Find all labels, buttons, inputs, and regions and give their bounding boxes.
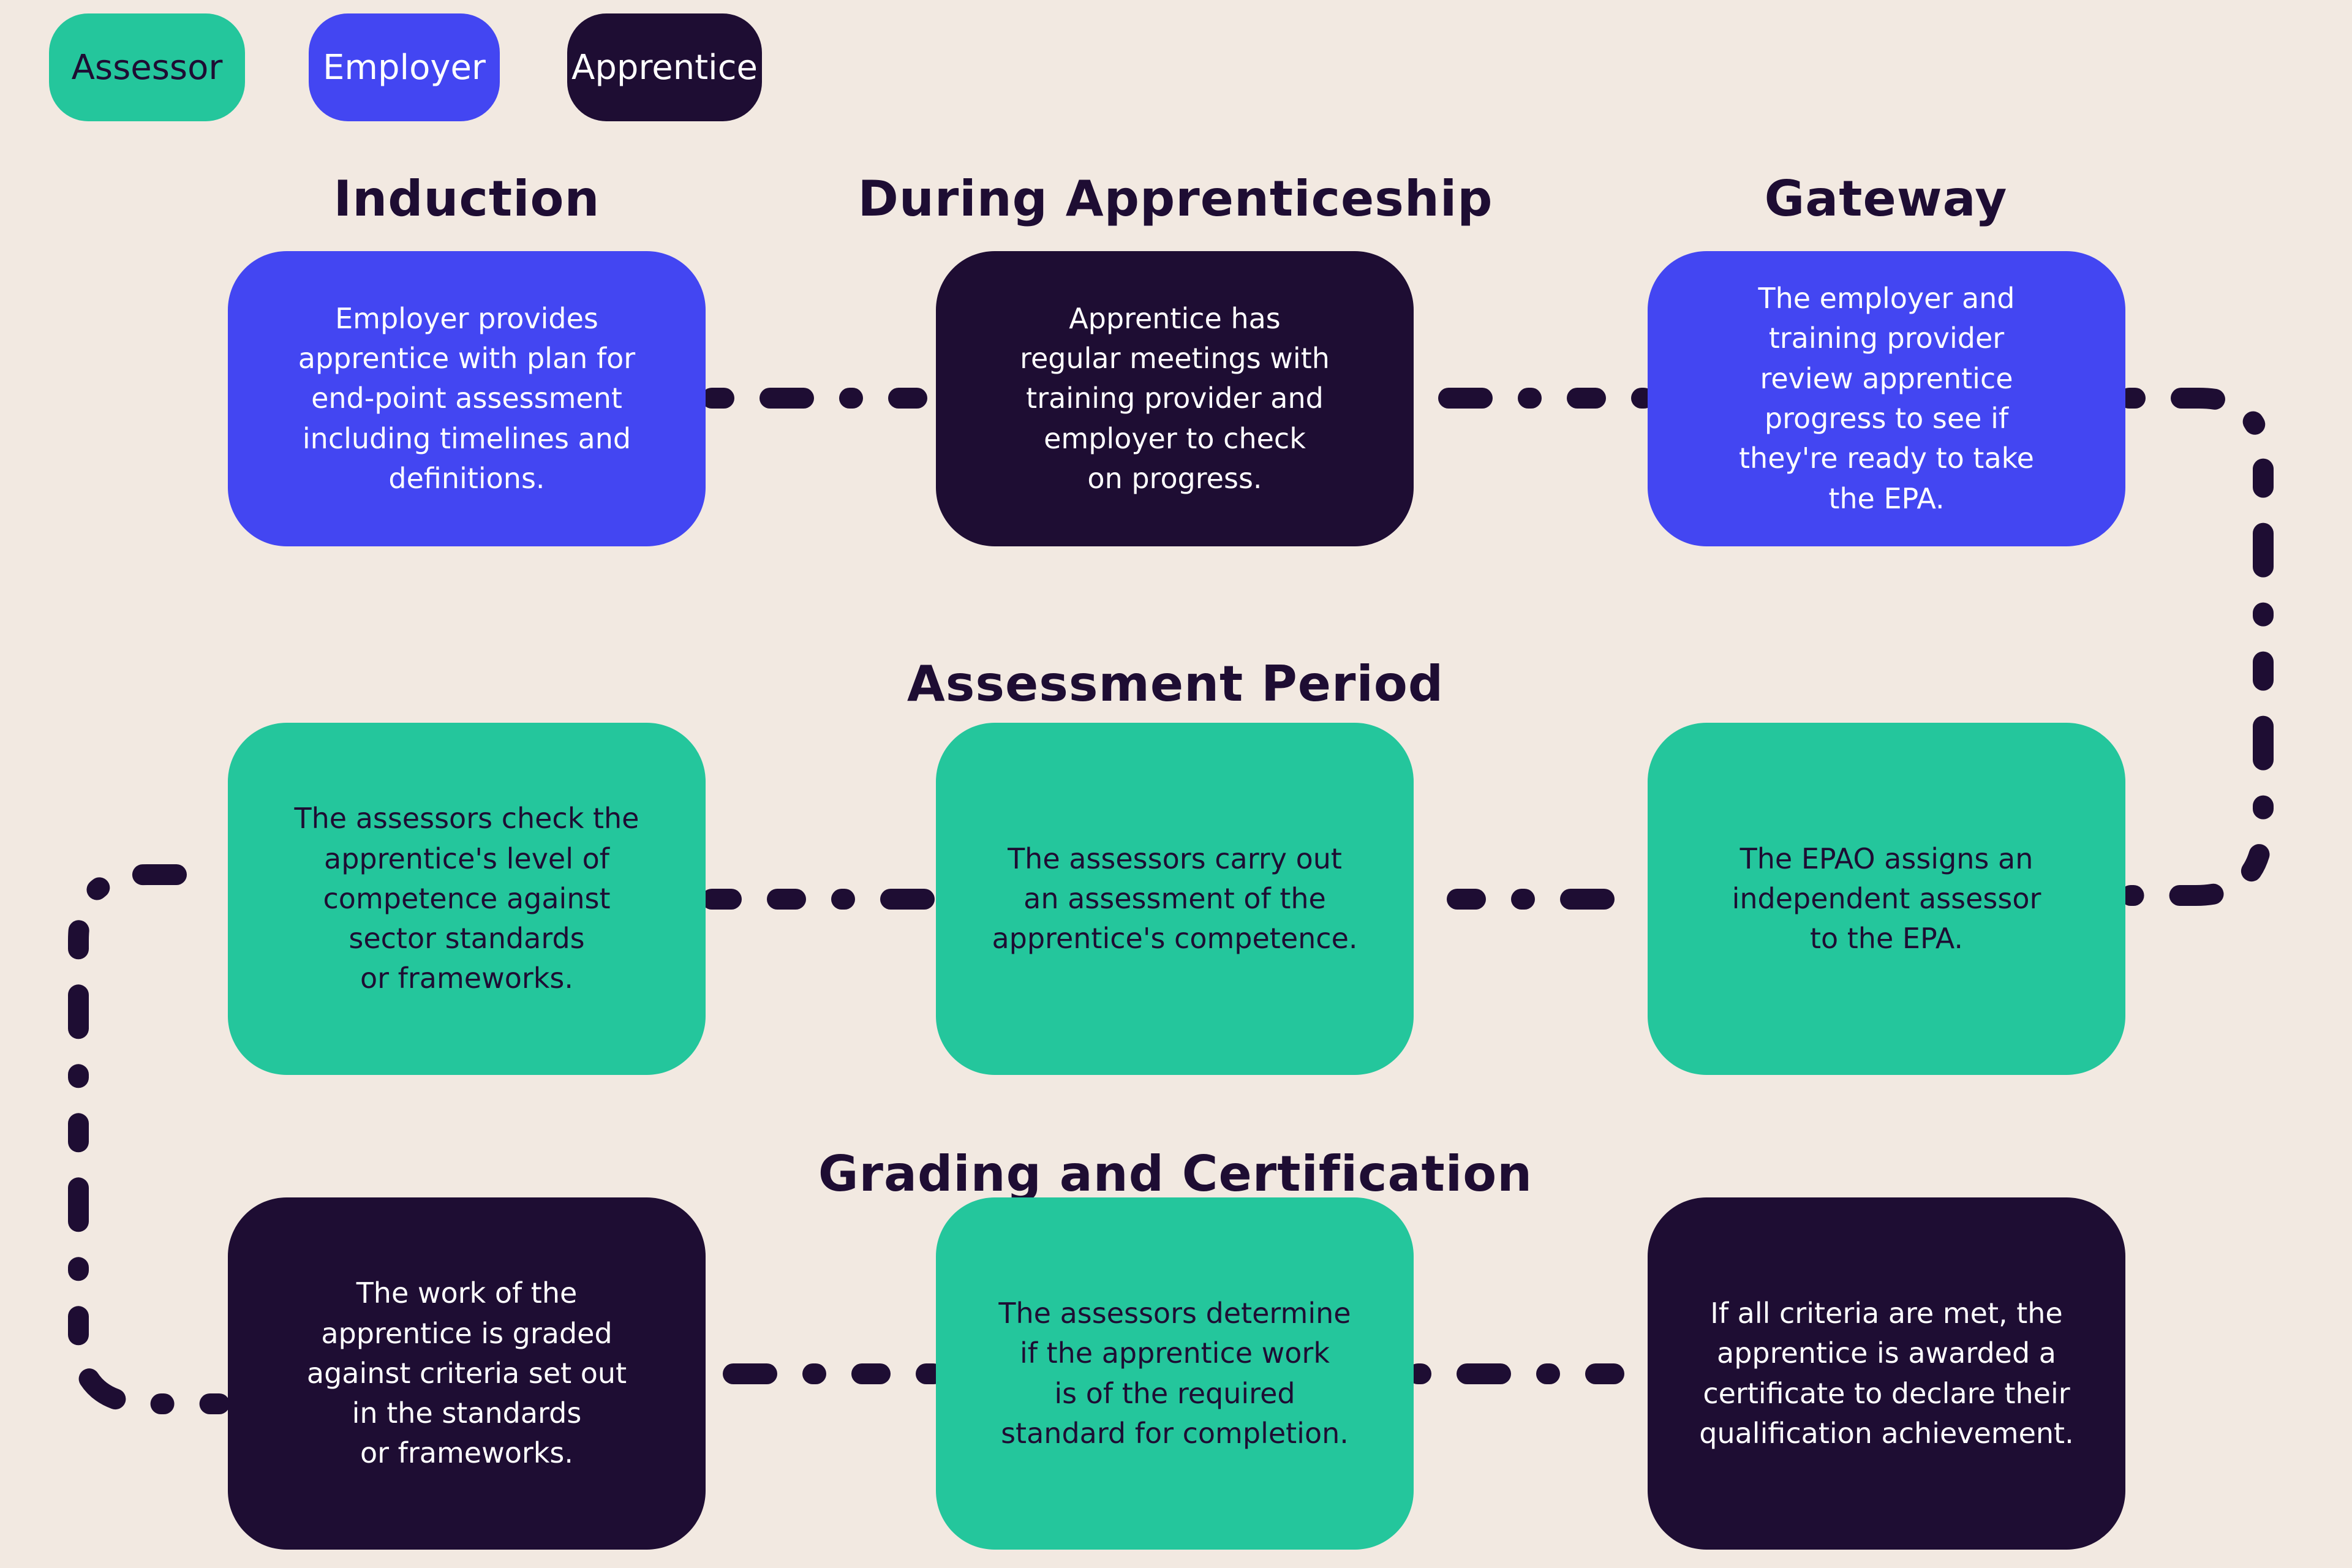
legend-label-assessor: Assessor xyxy=(71,47,223,88)
legend-item-employer: Employer xyxy=(309,13,500,121)
flow-box-gateway: The employer and training provider revie… xyxy=(1648,251,2125,546)
flow-box-induction: Employer provides apprentice with plan f… xyxy=(228,251,706,546)
section-header-gateway: Gateway xyxy=(1764,170,2008,227)
flow-box-grading-determine-standard: The assessors determine if the apprentic… xyxy=(936,1197,1414,1550)
flow-box-assessment-carry-out: The assessors carry out an assessment of… xyxy=(936,723,1414,1075)
connector-left-down-to-grading xyxy=(68,864,230,1414)
legend-item-apprentice: Apprentice xyxy=(567,13,762,121)
flow-box-assessment-check-competence-text: The assessors check the apprentice's lev… xyxy=(294,802,639,995)
flow-box-during-apprenticeship: Apprentice has regular meetings with tra… xyxy=(936,251,1414,546)
flow-box-grading-certificate-text: If all criteria are met, the apprentice … xyxy=(1699,1296,2074,1450)
section-header-grading-certification: Grading and Certification xyxy=(818,1145,1533,1202)
flow-box-assessment-carry-out-text: The assessors carry out an assessment of… xyxy=(992,842,1358,956)
flow-box-assessment-check-competence: The assessors check the apprentice's lev… xyxy=(228,723,706,1075)
connector-gateway-down-to-assessment xyxy=(2119,388,2274,906)
legend-item-assessor: Assessor xyxy=(49,13,245,121)
flow-box-gateway-text: The employer and training provider revie… xyxy=(1739,282,2034,515)
legend-label-employer: Employer xyxy=(323,47,486,88)
flow-box-induction-text: Employer provides apprentice with plan f… xyxy=(298,301,636,495)
legend-label-apprentice: Apprentice xyxy=(571,47,758,88)
flow-box-grading-work-graded-text: The work of the apprentice is graded aga… xyxy=(306,1276,627,1470)
section-header-during-apprenticeship: During Apprenticeship xyxy=(858,170,1493,227)
section-header-induction: Induction xyxy=(333,170,600,227)
section-header-assessment-period: Assessment Period xyxy=(907,655,1444,712)
flow-box-assessment-assign-assessor-text: The EPAO assigns an independent assessor… xyxy=(1732,842,2041,956)
flow-box-assessment-assign-assessor: The EPAO assigns an independent assessor… xyxy=(1648,723,2125,1075)
flow-box-grading-determine-standard-text: The assessors determine if the apprentic… xyxy=(998,1296,1351,1450)
flow-box-grading-work-graded: The work of the apprentice is graded aga… xyxy=(228,1197,706,1550)
flow-box-during-apprenticeship-text: Apprentice has regular meetings with tra… xyxy=(1020,301,1330,495)
flow-box-grading-certificate: If all criteria are met, the apprentice … xyxy=(1648,1197,2125,1550)
